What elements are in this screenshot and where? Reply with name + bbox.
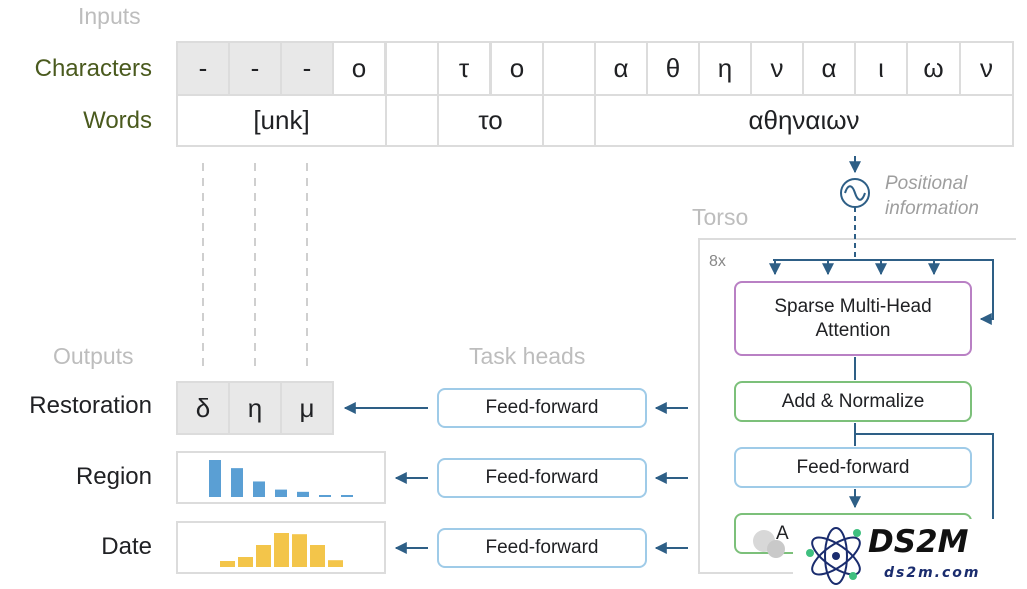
chat-icon [767, 540, 785, 558]
repeat-count: 8x [709, 253, 726, 270]
region-distribution-bar [253, 481, 265, 497]
restoration-cell: μ [280, 381, 334, 435]
char-cell: α [802, 41, 856, 96]
task-heads-heading: Task heads [469, 343, 586, 369]
date-label: Date [101, 533, 152, 560]
atom-electron-icon [853, 529, 861, 537]
region-distribution-bar [341, 495, 353, 497]
sparse-attention-box: Sparse Multi-Head Attention [734, 281, 972, 356]
atom-electron-icon [806, 549, 814, 557]
char-cell: τ [437, 41, 491, 96]
positional-line1: Positional [885, 173, 968, 194]
torso-feed-forward-box: Feed-forward [734, 447, 972, 488]
positional-line2: information [885, 198, 979, 219]
region-distribution-bar [297, 491, 309, 497]
date-distribution-bar [256, 545, 271, 567]
char-cell: - [228, 41, 282, 96]
characters-label: Characters [34, 55, 152, 82]
char-cell: θ [646, 41, 700, 96]
date-distribution-bar [310, 545, 325, 567]
word-cell [385, 94, 439, 147]
char-cell: ι [854, 41, 908, 96]
atom-nucleus-icon [832, 552, 840, 560]
date-distribution-bar [292, 534, 307, 567]
date-distribution-bar [238, 557, 253, 567]
watermark-url: ds2m.com [884, 565, 981, 581]
region-chart [209, 460, 353, 497]
date-chart [220, 533, 343, 567]
restoration-cell: η [228, 381, 282, 435]
word-cell: το [437, 94, 544, 147]
add-normalize-box: Add & Normalize [734, 381, 972, 422]
region-distribution-bar [231, 468, 243, 497]
region-label: Region [75, 463, 152, 490]
watermark-logo: DS2M ds2m.com [753, 519, 1027, 589]
atom-electron-icon [849, 572, 857, 580]
atom-orbit-icon [811, 536, 861, 576]
region-head-box: Feed-forward [437, 458, 647, 498]
char-cell: - [280, 41, 334, 96]
atom-orbit-icon [824, 527, 848, 585]
region-distribution-bar [319, 495, 331, 497]
torso-heading: Torso [692, 204, 749, 230]
word-cell [542, 94, 596, 147]
residual-arrow-2 [855, 433, 994, 531]
inputs-heading: Inputs [78, 3, 141, 29]
date-distribution-bar [274, 533, 289, 567]
word-cell: [unk] [176, 94, 387, 147]
char-cell: η [698, 41, 752, 96]
region-distribution-bar [275, 489, 287, 497]
date-distribution-bar [328, 560, 343, 567]
sine-wave-icon [844, 185, 866, 201]
atom-orbit-icon [811, 536, 861, 576]
region-distribution-bar [209, 460, 221, 497]
restoration-label: Restoration [29, 392, 152, 419]
watermark-brand: DS2M [868, 524, 969, 560]
date-head-box: Feed-forward [437, 528, 647, 568]
words-label: Words [83, 107, 152, 134]
residual-arrow-1 [773, 259, 994, 325]
restoration-head-box: Feed-forward [437, 388, 647, 428]
outputs-heading: Outputs [53, 343, 134, 369]
date-distribution-bar [220, 561, 235, 567]
positional-information-label: Positional information [885, 171, 979, 221]
word-cell: αθηναιων [594, 94, 1014, 147]
